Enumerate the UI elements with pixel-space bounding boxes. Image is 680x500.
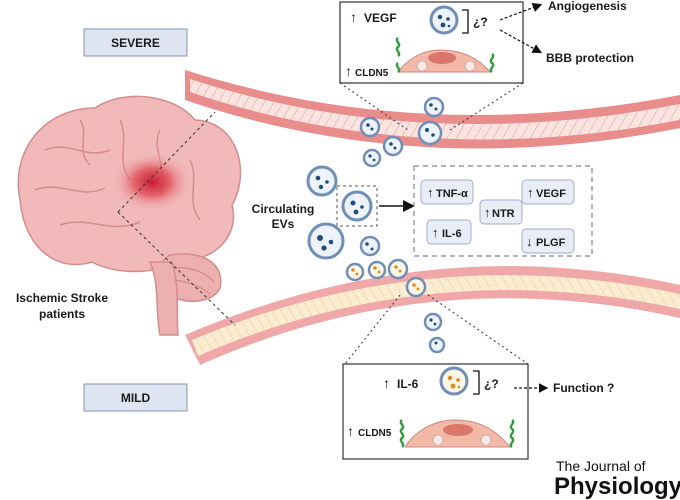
svg-text:↑: ↑ — [427, 185, 434, 200]
svg-text:↓: ↓ — [526, 234, 533, 249]
selected-ev-frame — [336, 185, 378, 227]
severe-question: ¿? — [473, 15, 488, 29]
ev-small-bottom — [359, 235, 381, 257]
severe-zoom-lines — [339, 82, 524, 131]
cargo-panel: ↑ TNF-α ↑ VEGF ↑ NTR ↑ IL-6 ↓ PLGF — [413, 165, 593, 257]
severe-cldn5-arrow: ↑ — [345, 63, 352, 79]
svg-text:↑: ↑ — [484, 205, 491, 220]
mild-question: ¿? — [484, 377, 499, 391]
severe-box-ev — [429, 5, 459, 35]
patients-label-line1: Ischemic Stroke — [16, 291, 108, 305]
ev-selected — [341, 190, 373, 222]
severe-cldn5-label: CLDN5 — [355, 68, 389, 79]
svg-text:NTR: NTR — [492, 208, 515, 220]
mild-endothelial-cell — [399, 419, 515, 448]
severe-label: SEVERE — [111, 36, 160, 50]
cargo-item-plgf: ↓ PLGF — [521, 228, 575, 254]
mild-il6-label: IL-6 — [397, 377, 419, 391]
svg-text:VEGF: VEGF — [536, 188, 566, 200]
mild-vessel — [185, 266, 680, 365]
cargo-item-tnf: ↑ TNF-α — [420, 179, 474, 205]
journal-logo-line2: Physiology — [554, 473, 680, 500]
mild-zoom-lines — [344, 294, 529, 365]
severe-vegf-label: VEGF — [364, 11, 397, 25]
cargo-item-vegf: ↑ VEGF — [521, 179, 575, 205]
circulating-label-line1: Circulating — [252, 202, 315, 216]
mild-cldn5-label: CLDN5 — [358, 428, 392, 439]
patients-label-line2: patients — [39, 307, 85, 321]
circulating-label-line2: EVs — [272, 217, 295, 231]
outcome-function: Function ? — [553, 381, 614, 395]
mild-bracket — [473, 370, 480, 395]
ev-large-bottom — [307, 222, 345, 260]
circulating-ev-cluster — [306, 165, 381, 260]
severe-outcome-arrows — [499, 3, 543, 54]
outcome-angiogenesis: Angiogenesis — [548, 0, 627, 13]
outcome-bbb-protection: BBB protection — [546, 51, 634, 65]
svg-text:TNF-α: TNF-α — [436, 188, 468, 200]
mild-box-ev — [439, 366, 469, 396]
severe-endothelial-cell — [395, 37, 495, 73]
severe-zoom-box: ↑ VEGF ¿? ↑ CLDN5 — [339, 1, 524, 84]
journal-logo: The Journal of Physiology — [554, 458, 680, 500]
mild-il6-arrow: ↑ — [383, 375, 390, 391]
mild-zoom-box: ↑ IL-6 ¿? ↑ CLDN5 — [342, 363, 529, 460]
mild-label-box: MILD — [83, 383, 188, 412]
severe-bracket — [462, 9, 469, 34]
svg-text:↑: ↑ — [432, 225, 439, 240]
mild-vessel-evs — [345, 258, 446, 354]
brain-guide-lines — [117, 111, 236, 326]
mild-cldn5-arrow: ↑ — [347, 423, 354, 439]
severe-vegf-arrow: ↑ — [350, 9, 357, 25]
svg-text:IL-6: IL-6 — [442, 228, 462, 240]
cargo-item-ntr: ↑ NTR — [479, 199, 523, 225]
cargo-item-il6: ↑ IL-6 — [426, 219, 472, 245]
severe-label-box: SEVERE — [83, 28, 188, 57]
svg-text:PLGF: PLGF — [536, 237, 566, 249]
ev-large-top — [306, 165, 338, 197]
severe-vessel-evs — [359, 96, 445, 168]
journal-logo-line1: The Journal of — [556, 458, 646, 474]
severe-vessel — [185, 70, 680, 149]
svg-text:↑: ↑ — [527, 185, 534, 200]
mild-label: MILD — [121, 391, 151, 405]
